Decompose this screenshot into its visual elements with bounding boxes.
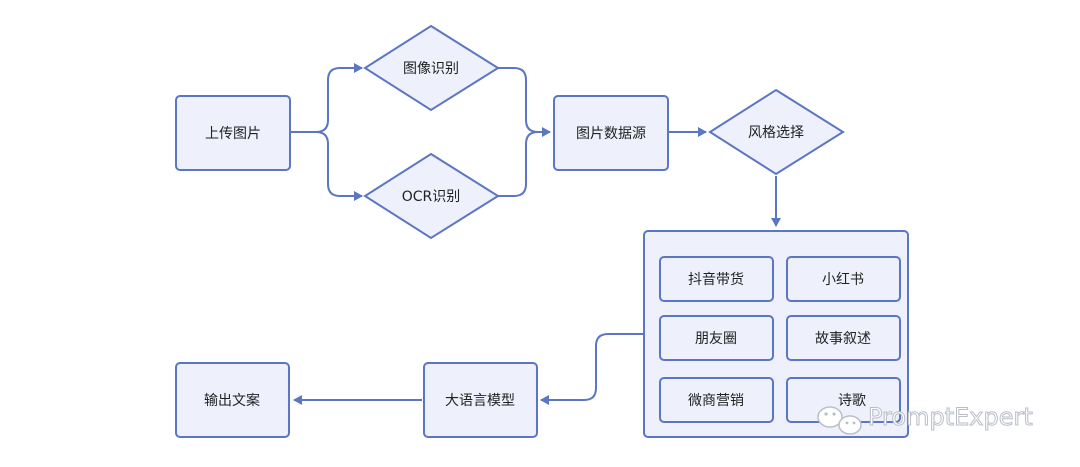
connector-group-to-llm xyxy=(540,333,644,405)
style-option: 小红书 xyxy=(786,256,901,302)
node-output: 输出文案 xyxy=(175,362,290,438)
connectors xyxy=(290,63,781,405)
style-option-label: 小红书 xyxy=(822,272,864,288)
node-output-label: 输出文案 xyxy=(204,392,260,409)
connector-image-recognition-to-data-source xyxy=(498,67,551,137)
node-upload-label: 上传图片 xyxy=(205,126,261,142)
connector-upload-to-image-recognition xyxy=(290,63,363,133)
node-ocr: OCR识别 xyxy=(363,152,500,240)
wechat-icon xyxy=(817,406,862,435)
node-image-recognition: 图像识别 xyxy=(363,24,500,112)
style-option-label: 故事叙述 xyxy=(815,330,871,347)
connector-ocr-to-data-source xyxy=(498,131,539,197)
style-option-label: 抖音带货 xyxy=(688,271,744,288)
watermark: PromptExpert xyxy=(817,403,1033,435)
node-ocr-label: OCR识别 xyxy=(402,189,461,205)
node-style-select: 风格选择 xyxy=(708,88,845,176)
style-options-group: 抖音带货 小红书 朋友圈 故事叙述 微商营销 诗歌 xyxy=(643,230,909,438)
style-option-label: 诗歌 xyxy=(838,393,866,409)
connector-upload-to-ocr xyxy=(315,131,363,201)
style-option: 故事叙述 xyxy=(786,315,901,361)
node-upload: 上传图片 xyxy=(175,95,291,171)
style-option: 抖音带货 xyxy=(659,256,774,302)
node-data-source: 图片数据源 xyxy=(553,95,669,171)
watermark-text: PromptExpert xyxy=(868,403,1033,431)
node-style-select-label: 风格选择 xyxy=(748,125,804,141)
style-option: 微商营销 xyxy=(659,377,774,423)
node-llm-label: 大语言模型 xyxy=(445,393,515,409)
node-image-recognition-label: 图像识别 xyxy=(403,61,459,77)
style-option: 朋友圈 xyxy=(659,315,774,361)
node-data-source-label: 图片数据源 xyxy=(576,126,646,142)
node-llm: 大语言模型 xyxy=(423,362,538,438)
style-option-label: 微商营销 xyxy=(688,393,744,409)
style-option-label: 朋友圈 xyxy=(695,331,737,347)
